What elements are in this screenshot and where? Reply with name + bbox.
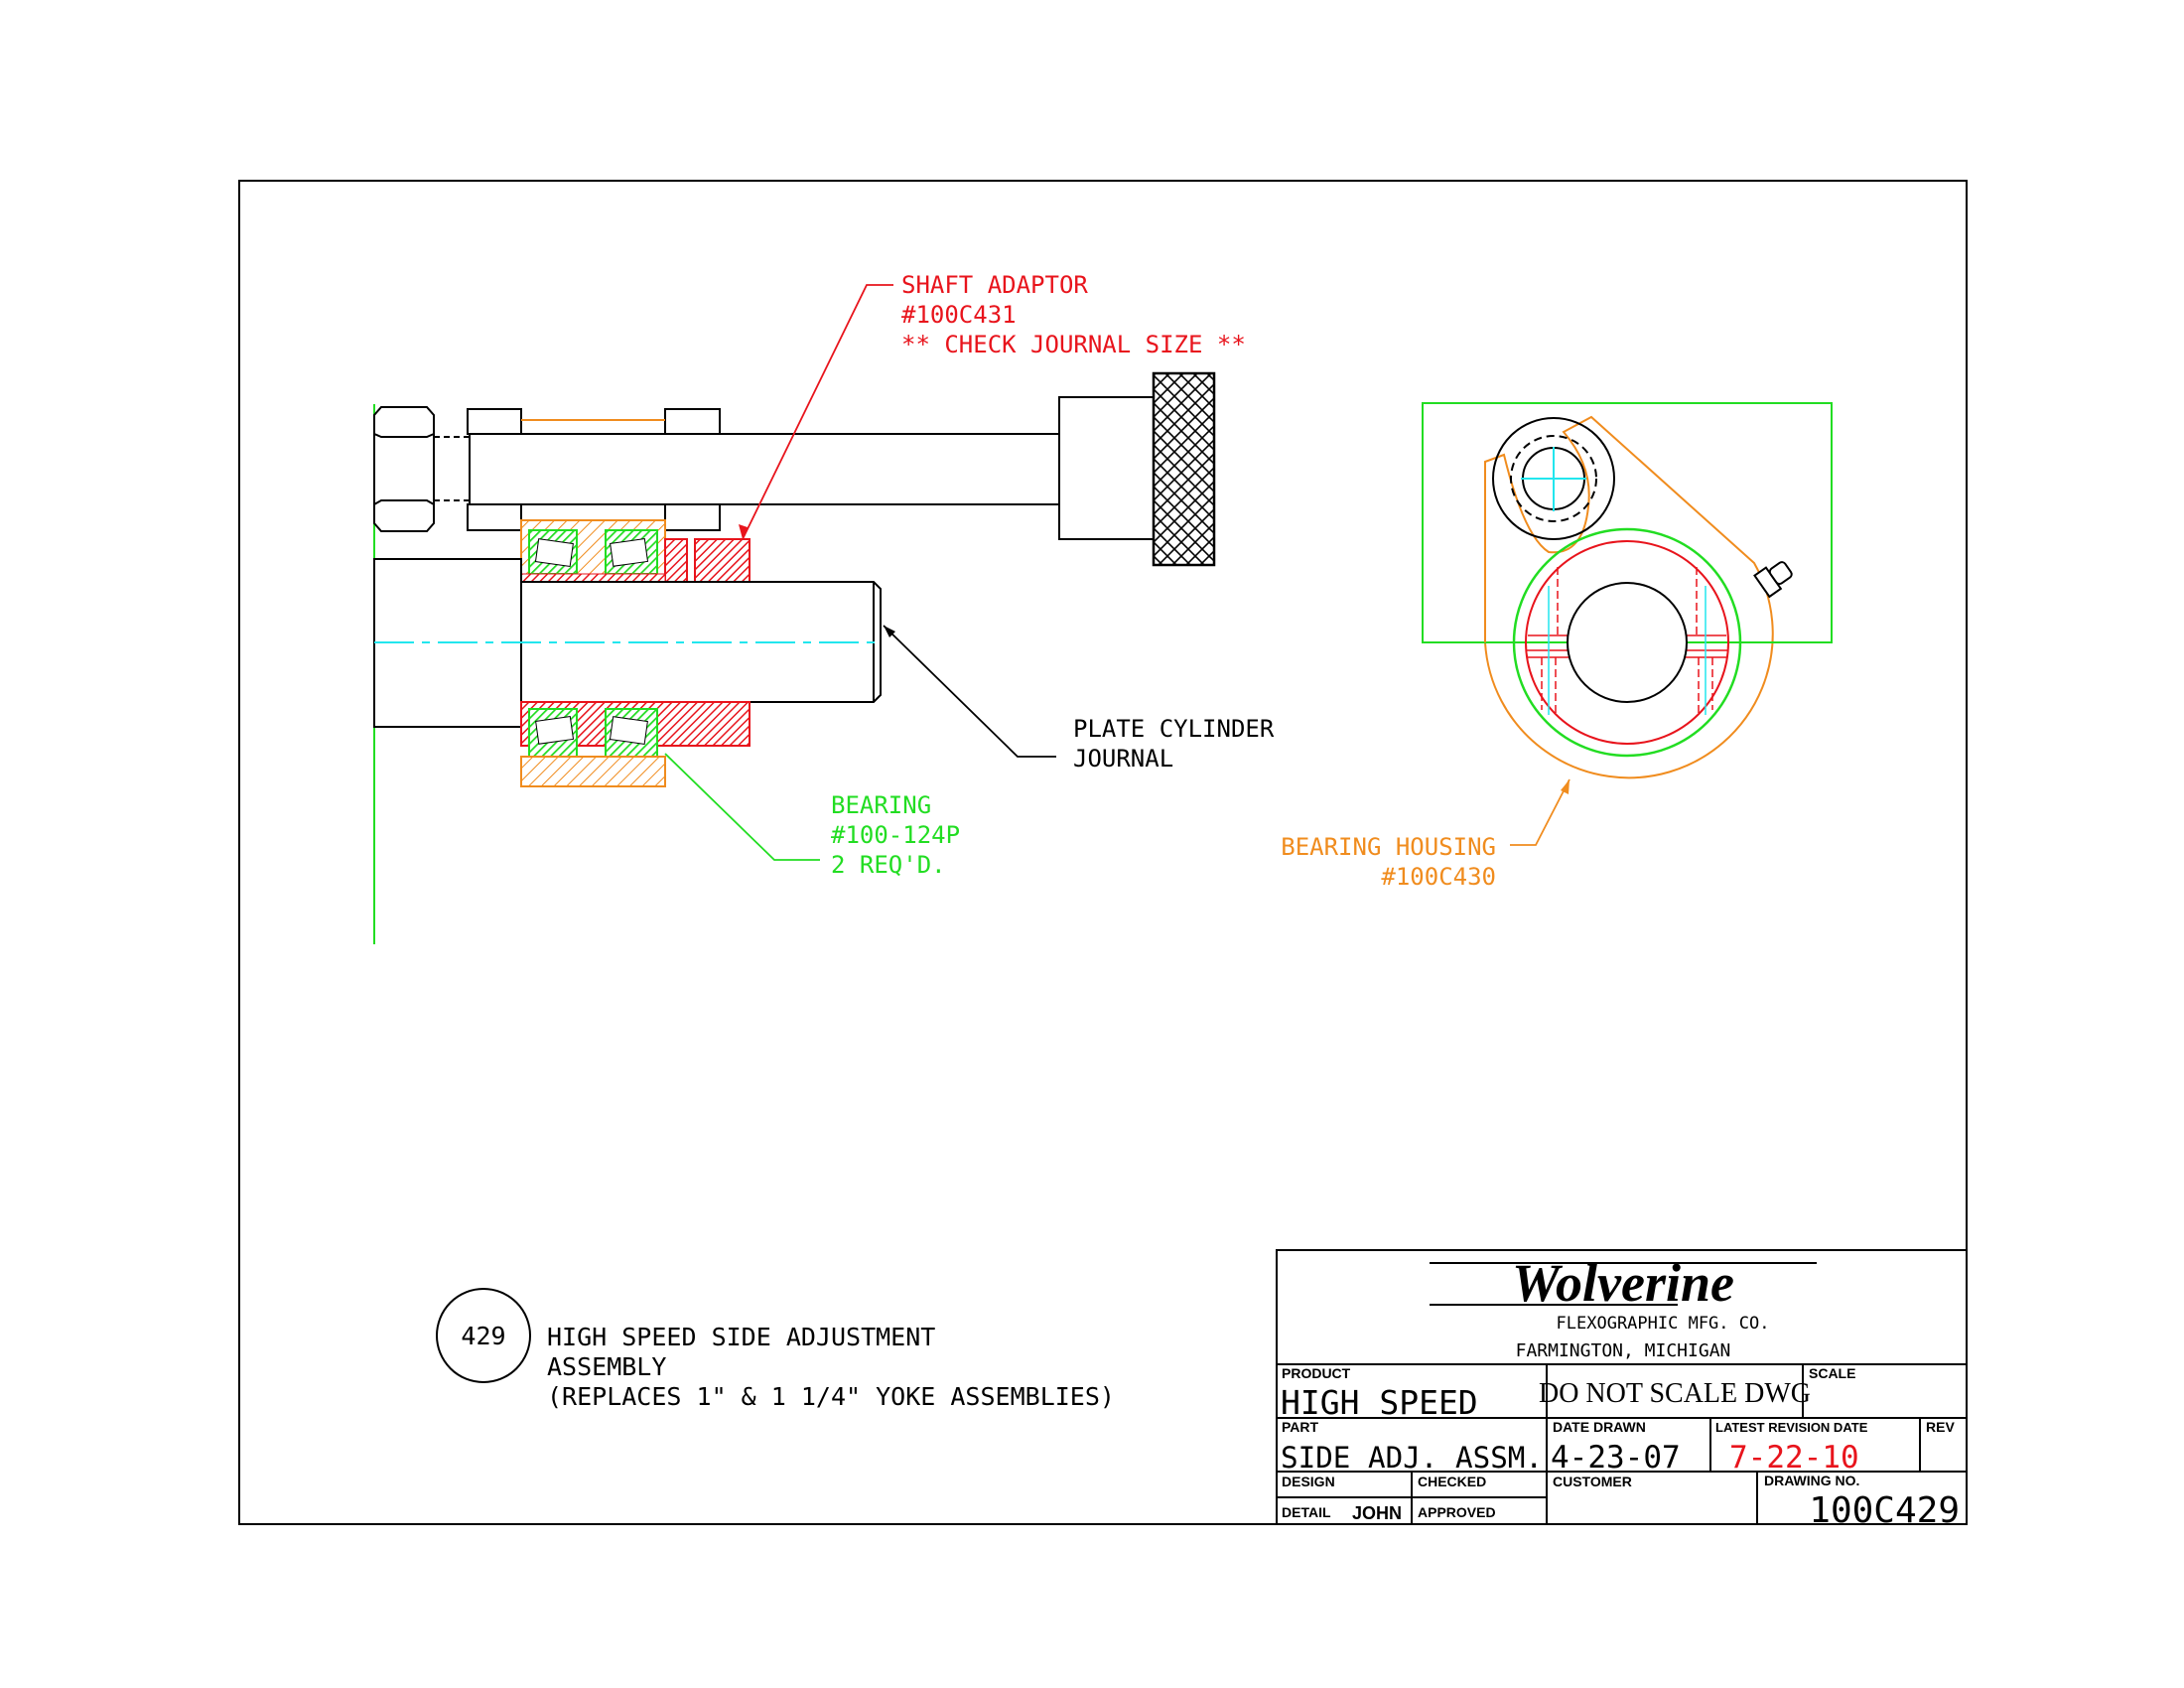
part-value: SIDE ADJ. ASSM. <box>1281 1441 1543 1475</box>
product-label: PRODUCT <box>1282 1365 1351 1381</box>
hex-nut <box>373 406 435 532</box>
logo-text: Wolverine <box>1512 1253 1734 1313</box>
assembly-title: HIGH SPEED SIDE ADJUSTMENT <box>547 1323 935 1351</box>
washer <box>664 503 721 531</box>
approved-label: APPROVED <box>1418 1504 1496 1520</box>
knurled-knob <box>1152 371 1216 567</box>
customer-label: CUSTOMER <box>1553 1474 1632 1489</box>
shaft-adaptor-part-no: #100C431 <box>901 301 1017 329</box>
washer <box>467 503 522 531</box>
shaft-adaptor-section <box>664 538 688 583</box>
knob-body <box>1058 396 1155 540</box>
bearing-part-no: #100-124P <box>831 821 960 849</box>
product-value: HIGH SPEED <box>1281 1383 1478 1422</box>
assembly-number: 429 <box>461 1322 505 1350</box>
bearing-label: BEARING <box>831 791 931 819</box>
do-not-scale-note: DO NOT SCALE DWG <box>1539 1378 1811 1409</box>
checked-label: CHECKED <box>1418 1474 1486 1489</box>
bearing-housing-label: BEARING HOUSING <box>1281 833 1496 861</box>
drawing-no-value: 100C429 <box>1809 1490 1960 1531</box>
scale-label: SCALE <box>1809 1365 1855 1381</box>
adjusting-eccentric <box>1492 417 1615 540</box>
design-label: DESIGN <box>1282 1474 1335 1489</box>
shaft-adaptor-end <box>1525 540 1729 745</box>
assembly-replaces-note: (REPLACES 1" & 1 1/4" YOKE ASSEMBLIES) <box>547 1382 1115 1411</box>
detail-label: DETAIL <box>1282 1504 1331 1520</box>
company-name: FLEXOGRAPHIC MFG. CO. <box>1557 1314 1770 1334</box>
shaft-adaptor-leader <box>742 284 893 540</box>
shaft-adaptor-note: ** CHECK JOURNAL SIZE ** <box>901 331 1246 358</box>
drawing-no-label: DRAWING NO. <box>1764 1473 1859 1488</box>
bearing-housing-part-no: #100C430 <box>1381 863 1496 891</box>
revision-date-label: LATEST REVISION DATE <box>1715 1420 1868 1435</box>
washer <box>664 408 721 435</box>
bearing-leader <box>664 753 820 861</box>
company-location: FARMINGTON, MICHIGAN <box>1516 1340 1731 1361</box>
bearing-housing-leader <box>1510 778 1570 846</box>
revision-date-value: 7-22-10 <box>1729 1440 1859 1476</box>
plate-cylinder-label: PLATE CYLINDER <box>1073 715 1275 743</box>
date-drawn-label: DATE DRAWN <box>1553 1419 1646 1435</box>
assembly-number-bubble <box>436 1288 531 1383</box>
title-block <box>1276 1249 1968 1525</box>
detail-value: JOHN <box>1352 1503 1402 1523</box>
shaft-adaptor-label: SHAFT ADAPTOR <box>901 271 1088 299</box>
part-label: PART <box>1282 1419 1319 1435</box>
journal-end <box>1567 582 1688 703</box>
sheet-border <box>238 180 1968 1525</box>
journal-leader <box>883 625 1056 758</box>
assembly-title-2: ASSEMBLY <box>547 1352 666 1381</box>
section-view <box>373 284 1216 944</box>
end-view <box>1422 402 1833 846</box>
grease-fitting-icon <box>1753 561 1793 599</box>
date-drawn-value: 4-23-07 <box>1551 1440 1681 1476</box>
company-logo: Wolverine <box>1430 1253 1817 1313</box>
plate-cylinder-label-2: JOURNAL <box>1073 745 1173 773</box>
rev-label: REV <box>1926 1419 1955 1435</box>
bearing-qty: 2 REQ'D. <box>831 851 946 879</box>
washer <box>467 408 522 435</box>
